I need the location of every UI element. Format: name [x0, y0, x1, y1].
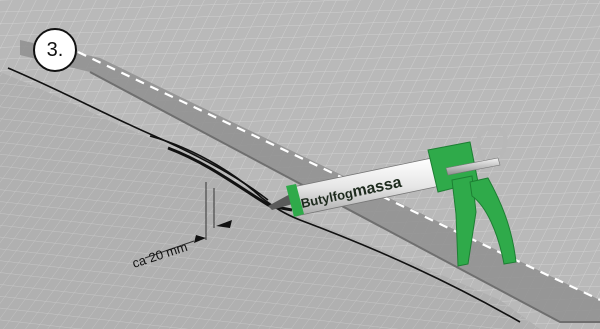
- step-number-badge: 3.: [33, 28, 77, 72]
- step-number-label: 3.: [47, 39, 64, 62]
